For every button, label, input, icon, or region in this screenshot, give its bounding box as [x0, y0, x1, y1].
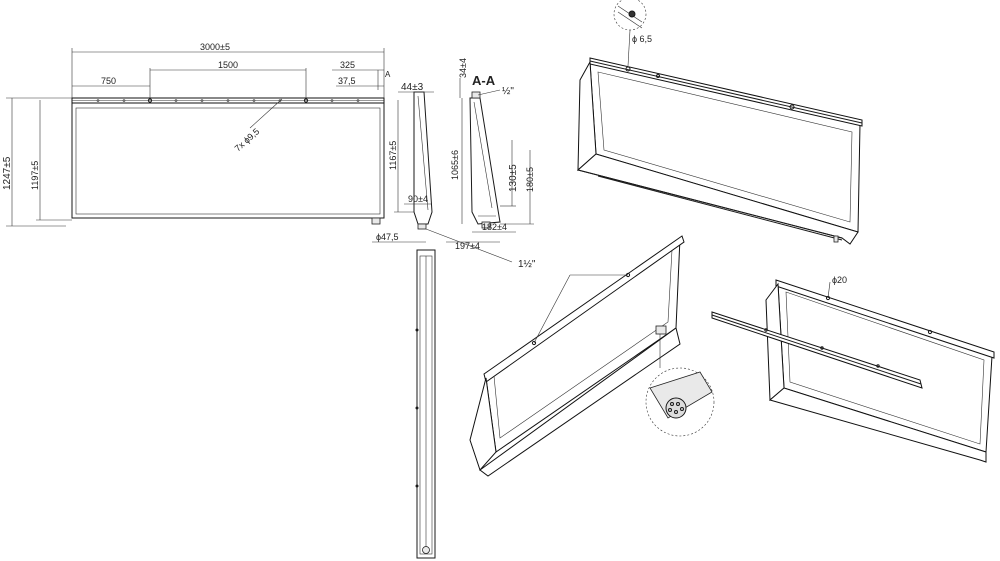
front-view-foot	[371, 217, 381, 225]
section-view: A-A 34±4 ½" 1065±6 130±5 180±5 182±4 197…	[446, 58, 535, 251]
section-outlet	[481, 221, 491, 229]
dim-depth: 182±4	[482, 222, 507, 232]
iso-view-rear	[469, 235, 715, 477]
section-profile	[469, 97, 501, 225]
section-inlet	[471, 91, 481, 99]
dim-top-height: 34±4	[458, 58, 468, 78]
iso3-top-rail	[775, 279, 995, 359]
front-view-inner-panel	[75, 107, 381, 215]
dim-right-offset: 325	[340, 60, 355, 70]
dim-bottom-width: 90±4	[408, 194, 428, 204]
iso-pipe-diameter: ϕ20	[832, 275, 847, 285]
dim-height-total: 1247±5	[2, 156, 13, 190]
drain-detail-circle	[645, 367, 715, 437]
dim-inlet-thread: ½"	[502, 86, 514, 97]
dim-section-height: 1065±6	[450, 150, 460, 180]
dim-left-offset: 750	[101, 76, 116, 86]
front-view-holes	[96, 98, 360, 103]
side-view: 44±3 1167±5 90±4 ϕ47,5 1½"	[372, 82, 536, 270]
dim-height-body: 1197±5	[30, 161, 40, 190]
iso-hole-diameter: ϕ 6,5	[632, 34, 652, 44]
front-view: 3000±5 1500 750 325 37,5 A 7x ϕ9,5 1247±…	[2, 42, 391, 227]
iso2-trough	[479, 327, 681, 477]
side-view-outlet	[417, 223, 427, 230]
dim-edge-offset: 37,5	[338, 76, 356, 86]
dim-inner-height: 1167±5	[388, 141, 398, 170]
dim-outer-height: 180±5	[525, 167, 535, 192]
dim-outlet-diameter: ϕ47,5	[376, 232, 399, 242]
top-view-drain	[422, 546, 430, 554]
section-marker: A	[385, 70, 391, 79]
front-view-body	[71, 97, 385, 219]
dim-back-height: 130±5	[508, 164, 519, 192]
iso-view-pipe-assembly: ϕ20	[711, 275, 995, 463]
iso-view-front: ϕ 6,5	[576, 0, 863, 245]
dim-pipe-spacing: 1500	[218, 60, 238, 70]
section-title: A-A	[472, 73, 496, 88]
dim-outlet-thread: 1½"	[518, 259, 536, 270]
dim-depth-outer: 197±4	[455, 241, 480, 251]
iso1-foot	[833, 235, 839, 243]
dim-hole-note: 7x ϕ9,5	[233, 126, 262, 153]
iso3-trough	[768, 387, 987, 463]
top-view-outline	[416, 249, 436, 559]
top-view	[415, 249, 436, 559]
dim-top-width: 44±3	[401, 82, 424, 93]
iso2-back-panel	[485, 236, 681, 453]
dim-overall-length: 3000±5	[200, 42, 230, 52]
